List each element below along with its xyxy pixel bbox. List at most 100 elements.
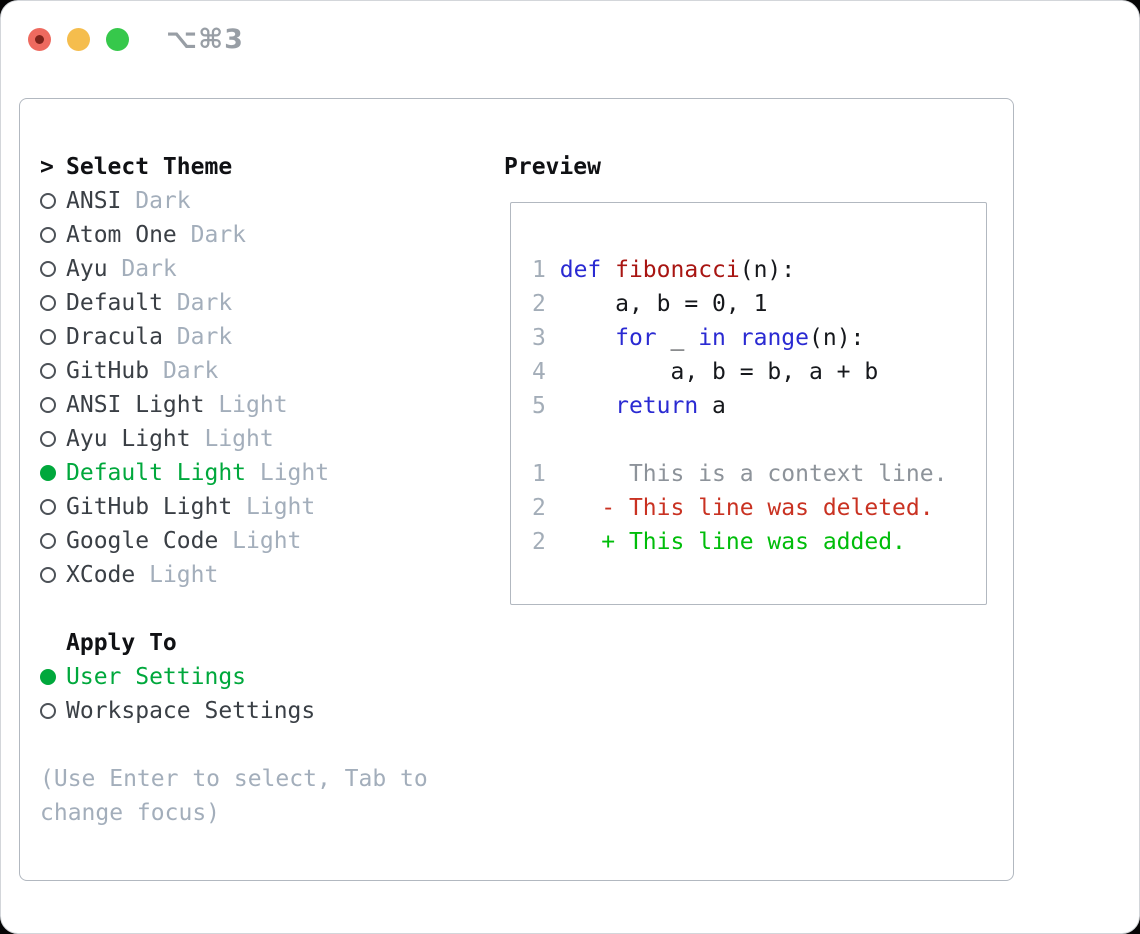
apply-to-heading-label: Apply To xyxy=(66,630,177,656)
code-segment: in xyxy=(698,325,726,351)
prompt-icon: > xyxy=(40,154,54,180)
code-segment: return xyxy=(615,393,699,419)
theme-option-label: XCode xyxy=(66,562,136,588)
radio-cell xyxy=(40,669,66,685)
line-number: 5 xyxy=(532,393,546,419)
theme-variant-label: Dark xyxy=(162,358,219,384)
radio-cell xyxy=(40,295,66,311)
radio-icon xyxy=(40,193,56,209)
radio-cell xyxy=(40,193,66,209)
radio-cell xyxy=(40,227,66,243)
radio-icon xyxy=(40,295,56,311)
theme-option-label: Google Code xyxy=(66,528,219,554)
blank-line xyxy=(532,423,986,457)
theme-option-google-code[interactable]: Google Code Light xyxy=(40,524,428,558)
radio-icon xyxy=(40,431,56,447)
theme-variant-label: Light xyxy=(204,426,274,452)
radio-selected-icon xyxy=(40,669,56,685)
radio-cell xyxy=(40,363,66,379)
theme-variant-label: Light xyxy=(246,494,316,520)
diff-added-line: 2 + This line was added. xyxy=(532,525,986,559)
theme-variant-label: Light xyxy=(149,562,219,588)
code-segment: def xyxy=(559,257,616,283)
theme-option-default[interactable]: Default Dark xyxy=(40,286,428,320)
theme-selector-header: >Select Theme xyxy=(40,150,428,184)
code-segment: _ xyxy=(656,325,699,351)
radio-icon xyxy=(40,499,56,515)
gap xyxy=(546,325,560,351)
code-segment: + This line was added. xyxy=(559,529,906,555)
gap xyxy=(546,529,560,555)
code-segment xyxy=(560,325,615,351)
radio-cell xyxy=(40,533,66,549)
code-line: 5 return a xyxy=(532,389,986,423)
apply-option-label: Workspace Settings xyxy=(66,698,316,724)
radio-cell xyxy=(40,567,66,583)
theme-variant-label: Light xyxy=(232,528,302,554)
radio-cell xyxy=(40,431,66,447)
radio-cell xyxy=(40,465,66,481)
theme-variant-label: Dark xyxy=(190,222,247,248)
line-number: 4 xyxy=(532,359,546,385)
radio-cell xyxy=(40,397,66,413)
hint-text: change focus) xyxy=(40,800,221,826)
radio-icon xyxy=(40,261,56,277)
theme-option-atom-one[interactable]: Atom One Dark xyxy=(40,218,428,252)
code-segment xyxy=(560,393,615,419)
spacer xyxy=(40,728,428,762)
theme-option-github[interactable]: GitHub Dark xyxy=(40,354,428,388)
apply-to-header: Apply To xyxy=(40,626,428,660)
theme-variant-label: Light xyxy=(259,460,330,486)
radio-icon xyxy=(40,397,56,413)
theme-option-label: Ayu Light xyxy=(66,426,191,452)
gap xyxy=(546,461,560,487)
line-number: 1 xyxy=(532,257,546,283)
gap xyxy=(546,393,560,419)
code-line: 1 def fibonacci(n): xyxy=(532,253,986,287)
code-line: 2 a, b = 0, 1 xyxy=(532,287,986,321)
minimize-icon[interactable] xyxy=(67,28,90,51)
theme-option-label: Atom One xyxy=(66,222,177,248)
code-line: 4 a, b = b, a + b xyxy=(532,355,986,389)
code-segment: a, b = 0, 1 xyxy=(559,291,768,317)
theme-option-label: Default xyxy=(66,290,163,316)
theme-option-xcode[interactable]: XCode Light xyxy=(40,558,428,592)
theme-option-dracula[interactable]: Dracula Dark xyxy=(40,320,428,354)
code-segment: a xyxy=(698,393,726,419)
theme-option-label: Dracula xyxy=(66,324,163,350)
radio-cell xyxy=(40,261,66,277)
line-number: 2 xyxy=(532,495,546,521)
theme-variant-label: Dark xyxy=(135,188,191,214)
code-segment: (n): xyxy=(809,325,865,351)
line-number: 2 xyxy=(532,291,546,317)
close-icon[interactable] xyxy=(28,28,51,51)
theme-option-label: GitHub Light xyxy=(66,494,233,520)
code-segment: This is a context line. xyxy=(559,461,948,487)
apply-option-workspace-settings[interactable]: Workspace Settings xyxy=(40,694,428,728)
line-number: 2 xyxy=(532,529,546,555)
apply-option-user-settings[interactable]: User Settings xyxy=(40,660,428,694)
theme-variant-label: Dark xyxy=(176,324,233,350)
apply-option-label: User Settings xyxy=(66,664,247,690)
theme-option-ayu-light[interactable]: Ayu Light Light xyxy=(40,422,428,456)
gap xyxy=(546,291,560,317)
code-segment: range xyxy=(739,325,810,351)
radio-cell xyxy=(40,703,66,719)
code-segment: a, b = b, a + b xyxy=(559,359,879,385)
hint-text: (Use Enter to select, Tab to xyxy=(40,766,428,792)
theme-option-github-light[interactable]: GitHub Light Light xyxy=(40,490,428,524)
theme-variant-label: Light xyxy=(218,392,288,418)
diff-context-line: 1 This is a context line. xyxy=(532,457,986,491)
code-segment: fibonacci xyxy=(615,257,740,283)
zoom-icon[interactable] xyxy=(106,28,129,51)
theme-variant-label: Dark xyxy=(176,290,233,316)
gap xyxy=(546,495,560,521)
theme-option-label: GitHub xyxy=(66,358,150,384)
radio-icon xyxy=(40,363,56,379)
radio-cell xyxy=(40,499,66,515)
